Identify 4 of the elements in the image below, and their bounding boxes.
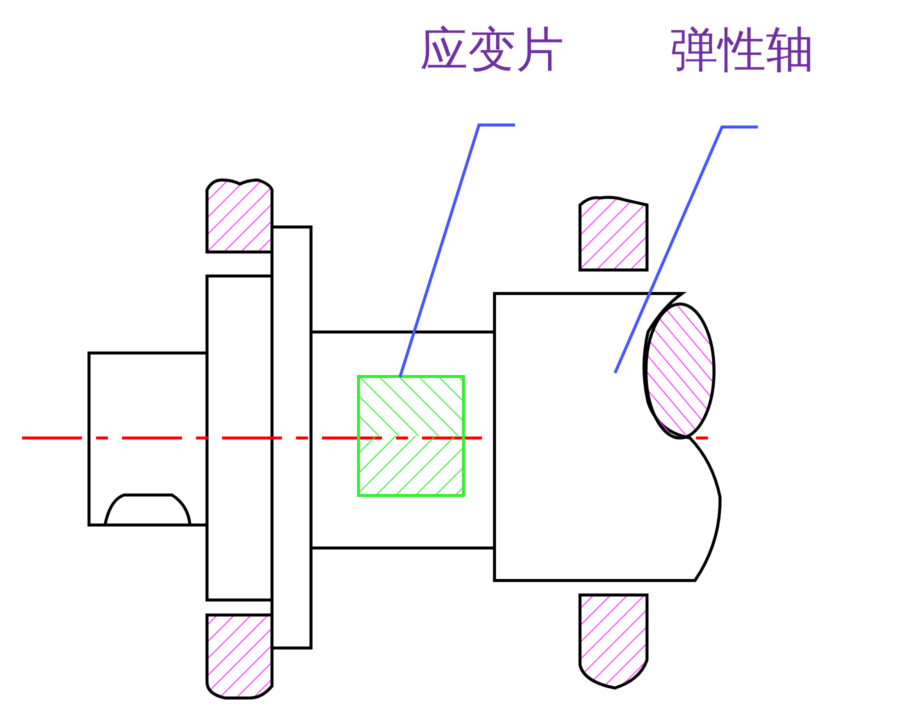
part-label: 弹性轴 <box>670 22 840 78</box>
leader-line <box>614 126 758 374</box>
leader-line <box>398 124 515 378</box>
part-label: 应变片 <box>420 22 590 78</box>
